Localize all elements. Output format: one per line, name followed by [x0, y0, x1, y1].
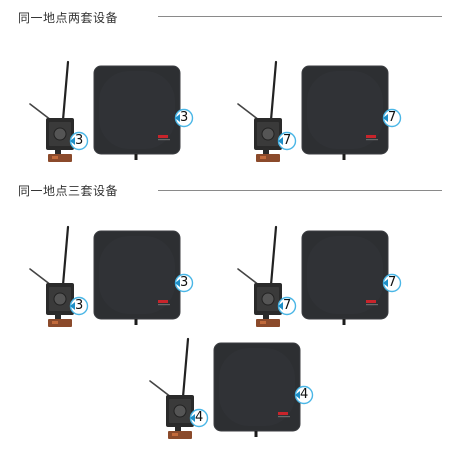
panel-channel-number: 4	[300, 387, 309, 402]
panel-channel-badge: 3	[174, 273, 194, 293]
panel-antenna-icon	[93, 230, 181, 325]
channel-badge-icon	[189, 408, 209, 428]
panel-channel-number: 7	[388, 110, 397, 125]
channel-badge-icon	[174, 273, 194, 293]
panel-channel-badge: 3	[174, 108, 194, 128]
antenna-icon	[269, 225, 278, 287]
panel-channel-badge: 7	[382, 273, 402, 293]
transmitter-icon	[237, 60, 282, 162]
section-divider	[158, 190, 442, 191]
transmitter-channel-badge: 7	[277, 131, 297, 151]
channel-badge-icon	[277, 131, 297, 151]
transmitter-channel-number: 3	[75, 133, 84, 148]
panel-channel-number: 3	[180, 275, 189, 290]
transmitter-channel-badge: 3	[69, 131, 89, 151]
channel-badge-icon	[277, 296, 297, 316]
device-set-2-2: 7 7	[230, 225, 402, 357]
panel-channel-number: 7	[388, 275, 397, 290]
device-set-1-1: 3 3	[22, 60, 194, 192]
device-set-2-1: 3 3	[22, 225, 194, 357]
channel-badge-icon	[69, 131, 89, 151]
antenna-icon	[181, 337, 190, 399]
channel-badge-icon	[382, 273, 402, 293]
section-title-two-sets: 同一地点两套设备	[18, 10, 119, 25]
antenna-icon	[269, 60, 278, 122]
section-divider	[158, 16, 442, 17]
transmitter-channel-badge: 4	[189, 408, 209, 428]
device-set-2-3: 4 4	[142, 337, 314, 469]
panel-channel-number: 3	[180, 110, 189, 125]
channel-badge-icon	[69, 296, 89, 316]
panel-antenna-icon	[213, 342, 301, 437]
transmitter-channel-number: 7	[283, 133, 292, 148]
transmitter-channel-number: 3	[75, 298, 84, 313]
panel-antenna-icon	[301, 230, 389, 325]
transmitter-channel-badge: 7	[277, 296, 297, 316]
section-title-three-sets: 同一地点三套设备	[18, 183, 119, 198]
transmitter-icon	[149, 337, 194, 439]
device-set-1-2: 7 7	[230, 60, 402, 192]
transmitter-icon	[29, 60, 74, 162]
transmitter-channel-number: 7	[283, 298, 292, 313]
transmitter-channel-badge: 3	[69, 296, 89, 316]
channel-badge-icon	[174, 108, 194, 128]
transmitter-icon	[29, 225, 74, 327]
channel-badge-icon	[382, 108, 402, 128]
panel-channel-badge: 4	[294, 385, 314, 405]
panel-antenna-icon	[93, 65, 181, 160]
transmitter-icon	[237, 225, 282, 327]
antenna-icon	[61, 225, 70, 287]
panel-antenna-icon	[301, 65, 389, 160]
transmitter-channel-number: 4	[195, 410, 204, 425]
channel-badge-icon	[294, 385, 314, 405]
panel-channel-badge: 7	[382, 108, 402, 128]
antenna-icon	[61, 60, 70, 122]
